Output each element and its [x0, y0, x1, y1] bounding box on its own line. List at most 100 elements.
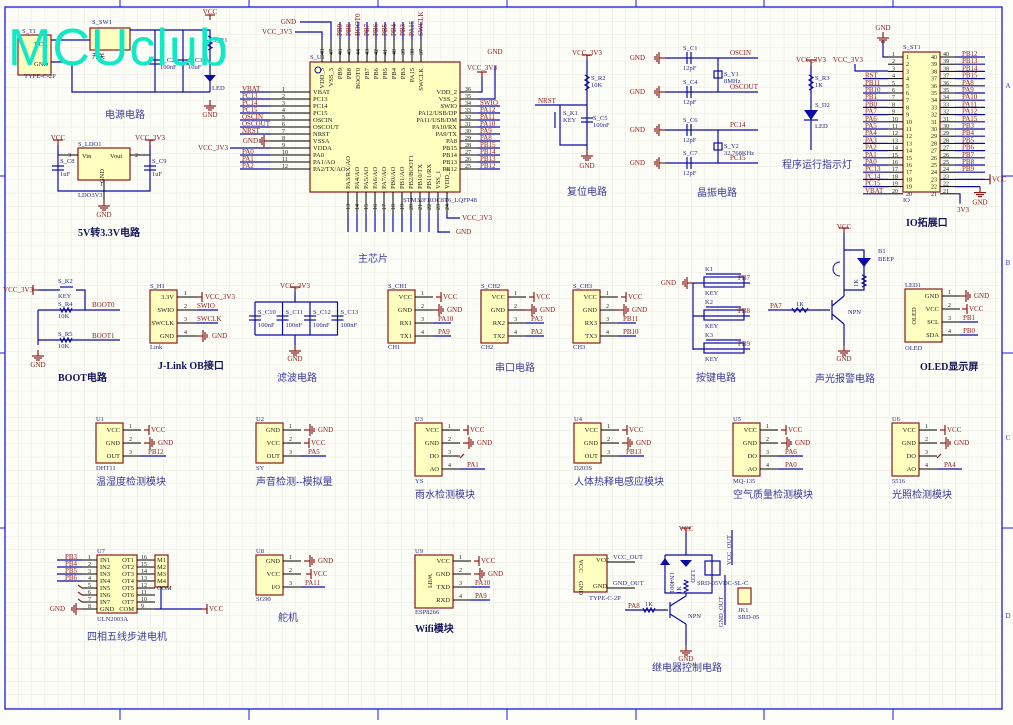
wifi-pin-name: TXD: [437, 584, 451, 591]
power-port-icon: [463, 425, 469, 435]
resistor-zigzag: [807, 74, 815, 91]
label: 33: [931, 105, 937, 111]
net-label: PA0: [865, 158, 877, 166]
ground-icon: [474, 568, 485, 580]
vcc-label: VCC: [629, 426, 644, 434]
ground-icon: [144, 437, 155, 449]
motor-pin: M4: [157, 578, 167, 585]
label: 2: [766, 437, 769, 443]
pin-name: IN1: [100, 557, 110, 564]
label: S_C4: [683, 79, 698, 86]
ground-icon: [289, 345, 301, 356]
power-port-icon: [962, 304, 968, 314]
label: 23: [931, 177, 937, 183]
mcu-pin-name: PC13: [313, 96, 327, 103]
capacitor-icon: [686, 124, 692, 136]
label: 10: [906, 120, 912, 126]
vcc-label: VCC: [628, 293, 643, 301]
serial-pin-name: GND: [398, 307, 412, 314]
net-label: VBAT: [865, 187, 884, 195]
pin-number: 40: [392, 49, 398, 55]
label: 15: [141, 562, 147, 568]
label: 100nF: [341, 322, 358, 329]
key-switch-icon: [703, 309, 745, 321]
no-connect-icon: [77, 598, 83, 603]
vcc3v3-label: VCC_3V3: [462, 214, 492, 222]
label: 28: [943, 138, 949, 144]
ground-icon: [654, 157, 665, 169]
label: 7: [88, 597, 91, 603]
mcu-pin-name: PB14: [443, 152, 458, 159]
gnd-label: GND: [579, 162, 594, 170]
net-label: PA12: [480, 106, 496, 114]
mcu-pin-name: PB8: [346, 68, 353, 79]
sensor-pin-name: VCC: [903, 427, 916, 434]
label: 18: [892, 174, 898, 180]
wire: [669, 595, 687, 607]
sensor-pin-name: VCC: [744, 427, 757, 434]
pin1-marker: [314, 66, 322, 74]
pin-number: 43: [365, 49, 371, 55]
ground-icon: [654, 52, 665, 64]
ground-icon: [838, 345, 850, 356]
key-switch-icon: [703, 342, 745, 354]
pin-number: 17: [382, 204, 388, 210]
power-port-icon: [145, 139, 155, 145]
ground-icon: [581, 150, 593, 161]
label: 3: [448, 450, 451, 456]
net-label: PC15: [865, 180, 881, 188]
mcu-pin-name: PA11/USB/DM: [416, 117, 457, 124]
gnd-label: GND: [158, 439, 173, 447]
label: K2: [705, 299, 713, 306]
label: U9: [415, 548, 423, 555]
sensor-title: 声音检测--模拟量: [256, 475, 333, 488]
label: 12: [141, 583, 147, 589]
label: SG90: [256, 596, 271, 603]
led-icon: [857, 258, 871, 267]
mcu-pin-name: PB11/RX: [426, 164, 433, 189]
mcu-pin-name: PA7/AO: [381, 167, 388, 189]
label: 35: [465, 94, 471, 100]
vcc-label: VCC: [443, 293, 458, 301]
net-label: PB0: [963, 327, 976, 335]
label: 1: [948, 290, 951, 296]
label: 3: [906, 69, 909, 75]
sensor-body: [732, 422, 761, 477]
label: LED: [689, 570, 696, 583]
oled-pin-name: SDA: [926, 332, 939, 339]
label: ULN2003A: [97, 616, 128, 623]
label: 32: [465, 115, 471, 121]
label: 2: [906, 62, 909, 68]
label: 3: [459, 581, 462, 587]
gnd-label: GND: [96, 211, 111, 219]
power-port-icon: [205, 14, 215, 20]
ldo-part: LDO3V3: [78, 192, 103, 199]
mcu-pin-name: PA0: [313, 152, 324, 159]
net-label: PB13: [962, 57, 978, 65]
label: 4: [448, 463, 451, 469]
net-label: PB11: [623, 315, 639, 323]
label: 2: [421, 304, 424, 310]
sensor-pin-name: VCC: [107, 427, 120, 434]
net-label: PB10: [623, 328, 639, 336]
label: 14: [892, 146, 898, 152]
vcc-label: VCC: [992, 175, 1007, 183]
gnd-label: GND: [632, 306, 647, 314]
label: 3: [514, 317, 517, 323]
oled-label: OLED: [911, 307, 918, 325]
wire: [295, 31, 323, 40]
power-port-icon: [806, 59, 816, 65]
usb-connector-body: [17, 34, 52, 76]
vcc-label: VCC: [679, 525, 694, 533]
net-label: PB3: [399, 23, 407, 36]
net-label: PB5: [962, 136, 975, 144]
wire: [882, 40, 888, 58]
label: 10K: [58, 313, 70, 320]
gnd-label: GND: [875, 24, 890, 32]
